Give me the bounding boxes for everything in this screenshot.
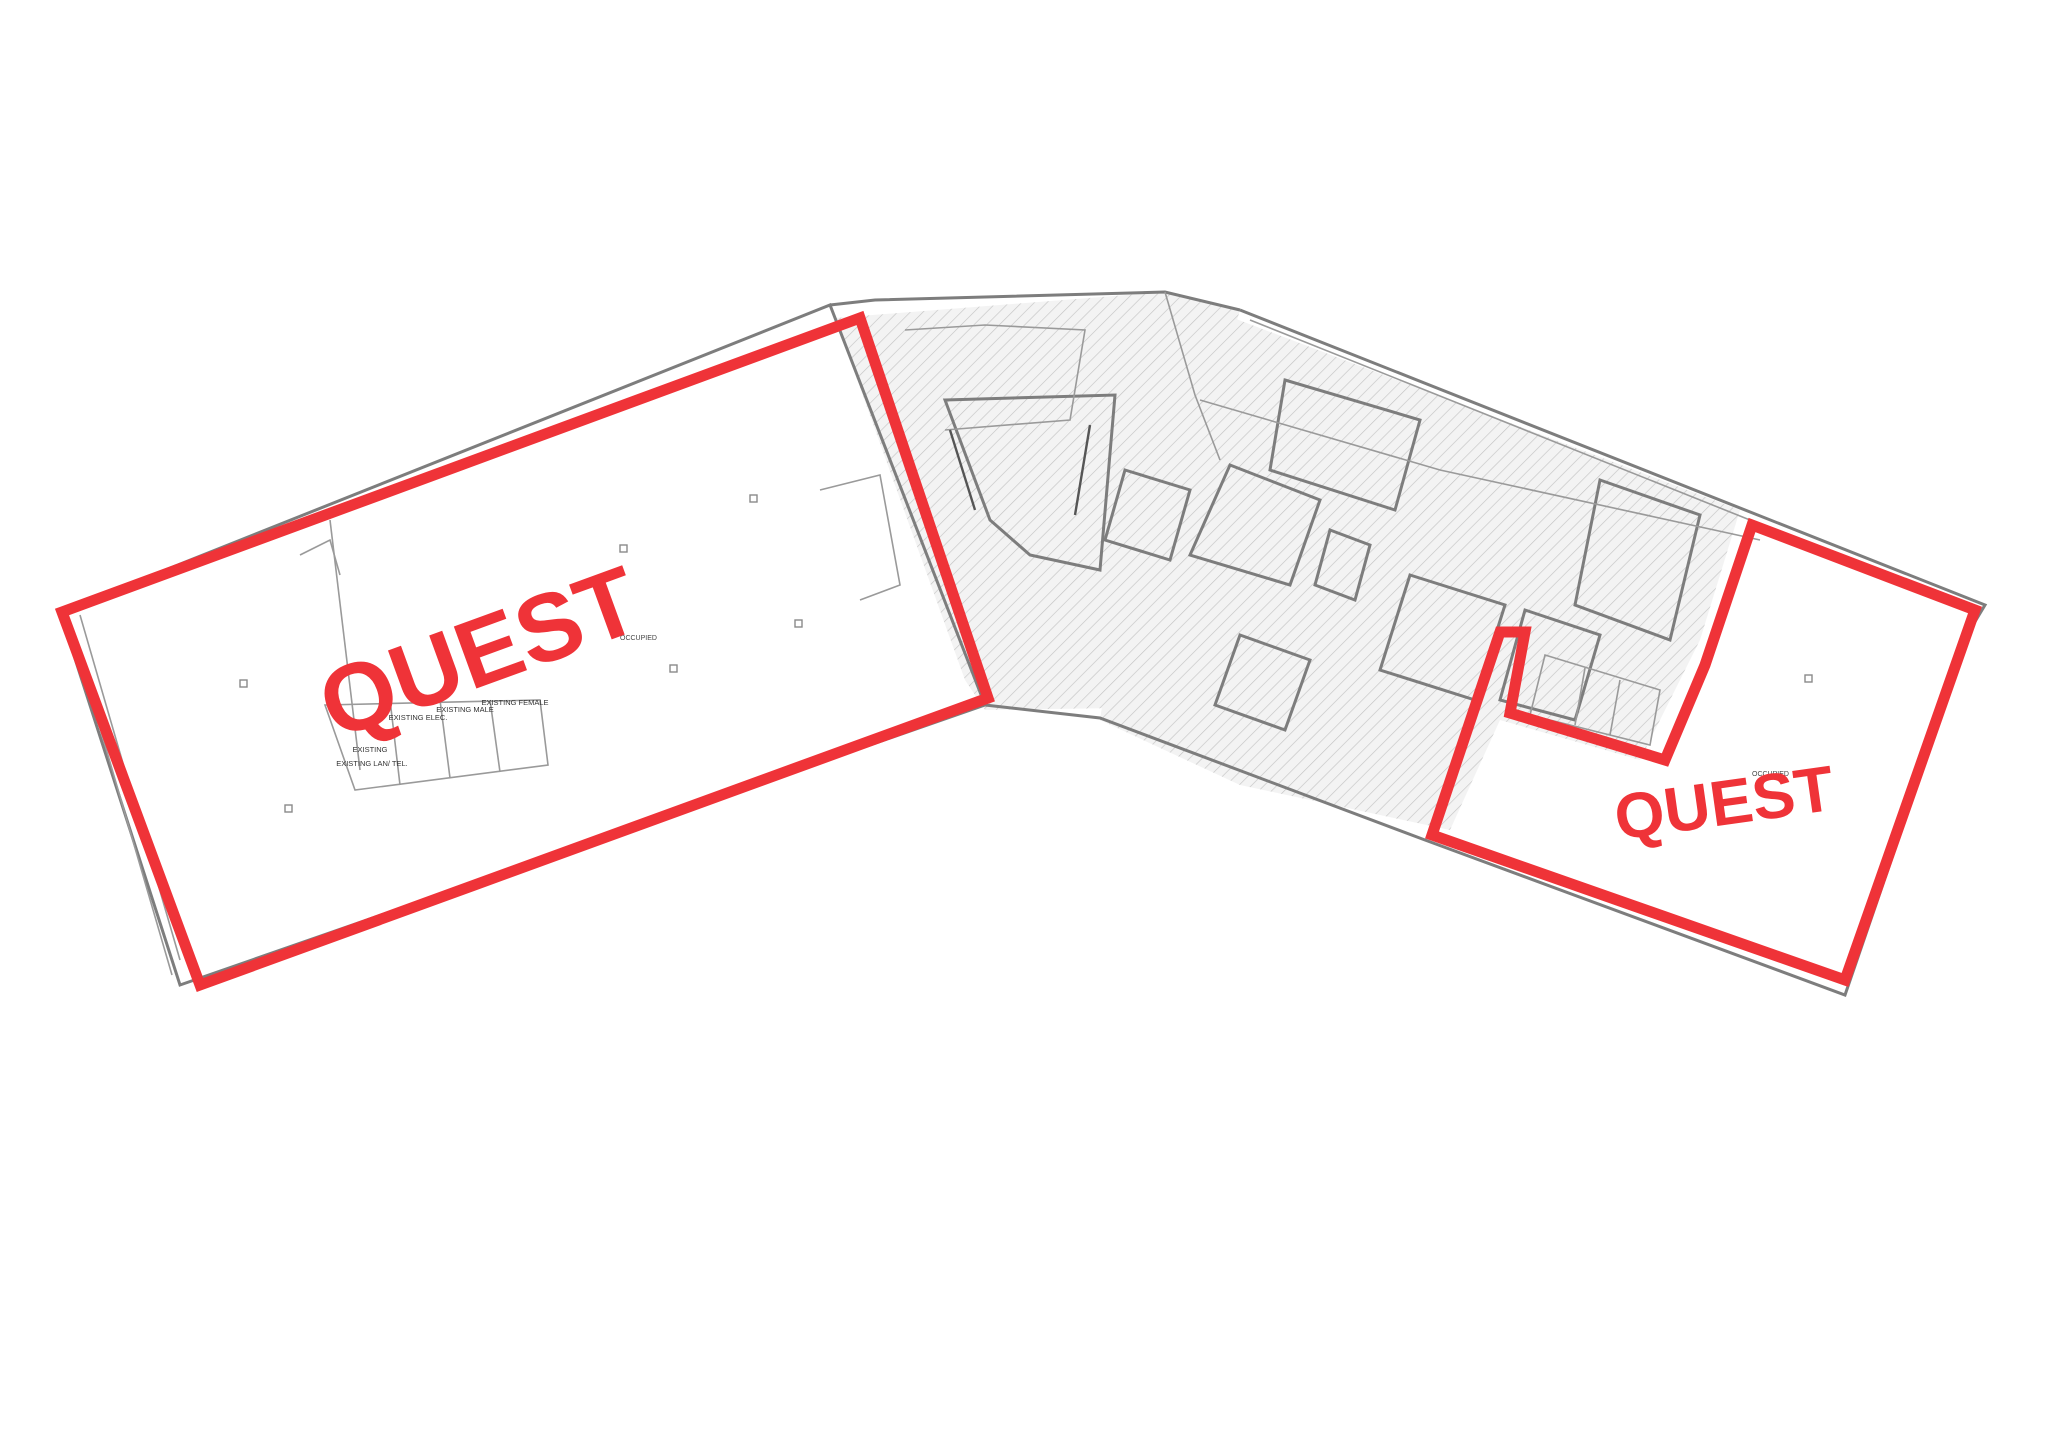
central-partition: [1164, 291, 1221, 461]
room-label-existing-male: EXISTING MALE: [436, 705, 494, 714]
occupied-note-left: OCCUPIED: [620, 635, 657, 642]
tenant-left: QUEST: [54, 310, 995, 993]
restroom-divider-3: [489, 699, 501, 773]
left-core-room: [819, 474, 901, 601]
right-restroom-block: [1529, 653, 1661, 746]
column: [669, 664, 678, 673]
hatched-core-area: [835, 292, 1740, 830]
restroom-block: [323, 699, 549, 791]
room-core-6: [1573, 478, 1702, 642]
column: [749, 494, 758, 503]
column: [284, 804, 293, 813]
auditorium: [942, 393, 1117, 572]
right-corridor-line: [1199, 399, 1761, 541]
tenant-label-left: QUEST: [306, 546, 653, 760]
core-rooms: [942, 378, 1702, 732]
right-wing-restrooms: [1529, 653, 1661, 746]
room-core-7: [1103, 468, 1192, 562]
left-interior-partition: [329, 519, 361, 771]
room-label-existing-female: EXISTING FEMALE: [481, 698, 548, 707]
tenant-outline-left: [54, 310, 995, 993]
auditorium-wall-left: [948, 429, 977, 511]
tenant-outline-right: [1425, 517, 1982, 988]
room-core-5: [1498, 608, 1602, 722]
room-core-1: [1187, 463, 1322, 587]
auditorium-wall-right: [1073, 424, 1092, 516]
column: [794, 619, 803, 628]
room-label-existing-lan-tel-1: EXISTING: [352, 745, 387, 754]
room-label-existing-elec: EXISTING ELEC.: [389, 713, 448, 722]
right-restroom-divider-1: [1574, 667, 1586, 726]
room-label-existing-lan-tel-2: EXISTING LAN/ TEL.: [336, 759, 408, 768]
left-wing-restrooms: EXISTING EXISTING LAN/ TEL. EXISTING ELE…: [323, 698, 549, 791]
stair-core: [1313, 528, 1372, 602]
left-interior-notch: [299, 538, 341, 576]
right-wing-envelope: [984, 308, 1988, 997]
central-corridor: [904, 324, 1086, 431]
right-restroom-divider-2: [1609, 679, 1621, 736]
room-core-2: [1268, 378, 1422, 512]
tenant-label-right: QUEST: [1610, 752, 1838, 854]
column: [619, 544, 628, 553]
column: [239, 679, 248, 688]
restroom-divider-2: [439, 699, 451, 779]
room-core-3: [1213, 633, 1312, 732]
central-top-wall: [829, 290, 1241, 312]
occupied-note-right: OCCUPIED: [1752, 771, 1789, 778]
structural-columns: [239, 494, 1813, 813]
column: [1804, 674, 1813, 683]
restroom-divider-1: [389, 699, 401, 786]
